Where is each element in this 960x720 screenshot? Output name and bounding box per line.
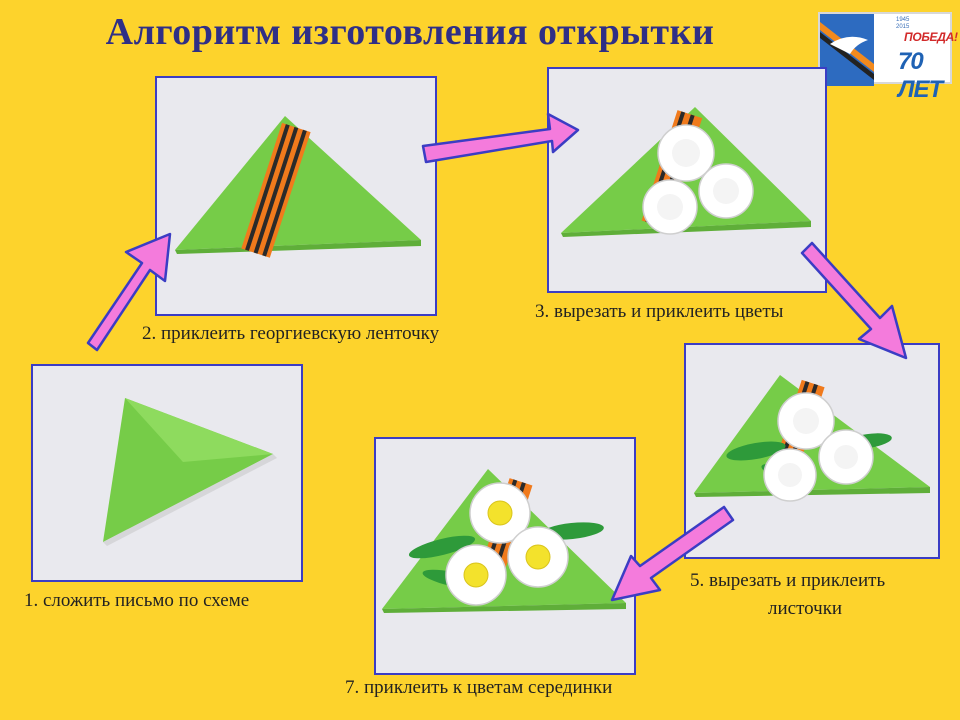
step-7-caption: 7. приклеить к цветам серединки: [345, 677, 613, 698]
logo-anniversary-text: 70 ЛЕТ: [898, 48, 943, 103]
step-2-caption: 2. приклеить георгиевскую ленточку: [142, 323, 440, 344]
step-1-photo: [31, 364, 303, 582]
step-3-photo: [547, 67, 827, 293]
logo-year-start: 1945: [896, 17, 910, 23]
logo-victory-text: ПОБЕДА!: [904, 30, 958, 44]
step-1-caption: 1. сложить письмо по схеме: [24, 590, 250, 611]
step-3-caption: 3. вырезать и приклеить цветы: [535, 301, 784, 322]
victory-70-logo: 1945 2015 ПОБЕДА! 70 ЛЕТ: [818, 12, 958, 103]
logo-years: 1945 2015: [896, 17, 916, 31]
step-2-photo: [155, 76, 437, 316]
step-5-photo: [684, 343, 940, 559]
logo-year-end: 2015: [896, 24, 910, 30]
step-7-photo: [374, 437, 636, 675]
dove-ribbon-icon: [820, 14, 874, 86]
step-5-caption-line1: 5. вырезать и приклеить: [690, 570, 886, 591]
page-title: Алгоритм изготовления открытки: [105, 11, 715, 53]
step-5-caption-line2: листочки: [768, 598, 843, 619]
